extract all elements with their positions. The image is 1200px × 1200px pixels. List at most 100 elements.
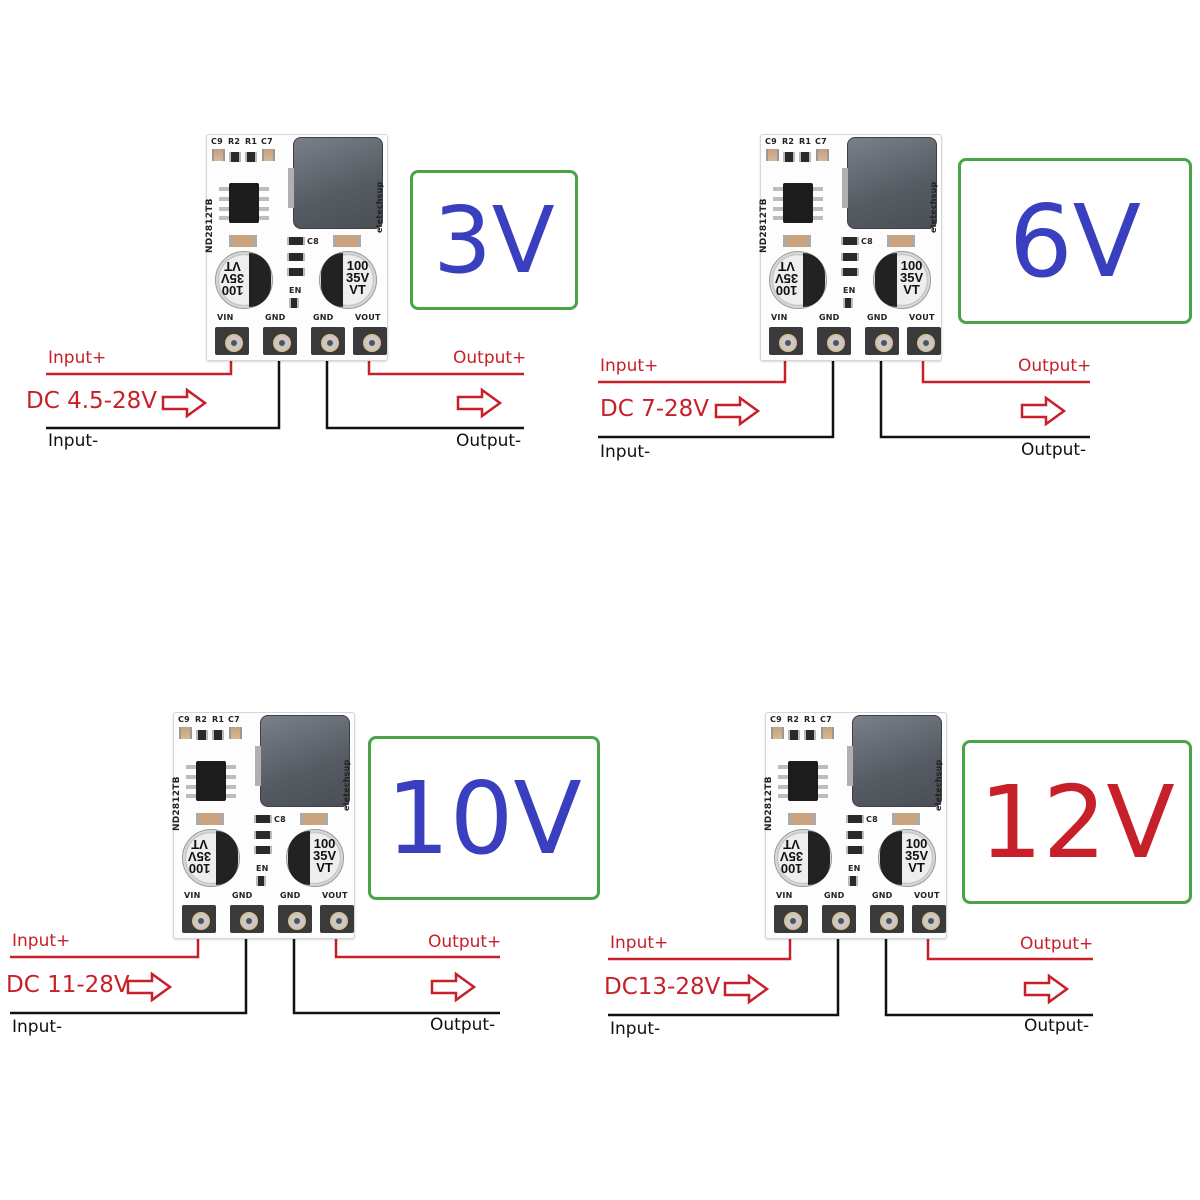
- silk-r2: R2: [195, 715, 208, 724]
- capacitor-c8-component: [287, 237, 305, 245]
- cap-right-series: VT: [908, 860, 925, 875]
- capacitor-c7-component: [262, 149, 275, 161]
- silk-en: EN: [289, 286, 302, 295]
- input-arrow-icon: [126, 971, 173, 1003]
- output-minus-wire: [292, 918, 500, 1015]
- resistor-component: [333, 235, 361, 247]
- pin-gnd-in-pad: [230, 905, 264, 933]
- resistor-component: [300, 813, 328, 825]
- pin-vin-pad: [182, 905, 216, 933]
- input-plus-label: Input+: [12, 931, 71, 951]
- input-arrow-icon: [714, 395, 761, 427]
- output-minus-label: Output-: [456, 431, 522, 451]
- dc-dc-module-board: C9 R2 R1 C7 ND2812TB eletechsup C8: [764, 712, 947, 939]
- resistor-small-component: [841, 268, 859, 276]
- ic-chip-component: [778, 761, 828, 801]
- silk-r2: R2: [782, 137, 795, 146]
- cap-right-voltage: 35V: [900, 270, 924, 285]
- silk-pin-gnd-1: GND: [265, 313, 286, 322]
- capacitor-c8-component: [841, 237, 859, 245]
- resistor-r1-component: [804, 730, 816, 740]
- en-pad-component: [256, 876, 266, 886]
- input-minus-wire: [598, 340, 835, 439]
- cap-right-voltage: 35V: [346, 270, 370, 285]
- silk-c9: C9: [770, 715, 782, 724]
- silk-c8: C8: [861, 237, 873, 246]
- output-minus-wire: [325, 340, 524, 430]
- electrolytic-capacitor-right: 100 35V VT: [878, 829, 936, 887]
- cap-right-voltage: 35V: [313, 848, 337, 863]
- input-range-label: DC 7-28V: [600, 396, 710, 422]
- electrolytic-capacitor-left: 100 35V VT: [774, 829, 832, 887]
- resistor-r2-component: [788, 730, 800, 740]
- capacitor-c9-component: [766, 149, 779, 161]
- silk-pin-vin: VIN: [776, 891, 793, 900]
- resistor-r1-component: [245, 152, 257, 162]
- ic-chip-component: [186, 761, 236, 801]
- silk-pin-gnd-2: GND: [313, 313, 334, 322]
- pin-vout-pad: [320, 905, 354, 933]
- resistor-r2-component: [229, 152, 241, 162]
- capacitor-c9-component: [212, 149, 225, 161]
- capacitor-c7-component: [821, 727, 834, 739]
- silk-pin-vout: VOUT: [909, 313, 935, 322]
- silk-pin-vin: VIN: [217, 313, 234, 322]
- electrolytic-capacitor-left: 100 35V VT: [769, 251, 827, 309]
- output-minus-wire: [884, 918, 1093, 1017]
- cap-right-value: 100: [900, 258, 923, 273]
- inductor-component: [847, 715, 942, 807]
- silk-c7: C7: [815, 137, 827, 146]
- output-voltage-box: 12V: [962, 740, 1192, 904]
- resistor-small-component: [287, 268, 305, 276]
- input-plus-label: Input+: [610, 933, 669, 953]
- silk-c8: C8: [274, 815, 286, 824]
- electrolytic-capacitor-left: 100 35V VT: [215, 251, 273, 309]
- capacitor-c8-component: [846, 815, 864, 823]
- dc-dc-module-board: C9 R2 R1 C7 ND2812TB eletechsup C8: [205, 134, 388, 361]
- silk-en: EN: [848, 864, 861, 873]
- silk-c9: C9: [178, 715, 190, 724]
- pin-vout-pad: [912, 905, 946, 933]
- output-voltage-label: 3V: [433, 186, 555, 294]
- electrolytic-capacitor-right: 100 35V VT: [286, 829, 344, 887]
- silk-c7: C7: [228, 715, 240, 724]
- en-pad-component: [289, 298, 299, 308]
- input-range-label: DC 4.5-28V: [26, 388, 157, 414]
- pin-gnd-out-pad: [278, 905, 312, 933]
- pin-vin-pad: [215, 327, 249, 355]
- input-range-label: DC13-28V: [604, 974, 721, 1000]
- silk-c8: C8: [866, 815, 878, 824]
- inductor-component: [255, 715, 350, 807]
- silk-r1: R1: [804, 715, 817, 724]
- capacitor-c7-component: [816, 149, 829, 161]
- silk-pin-gnd-2: GND: [280, 891, 301, 900]
- input-minus-label: Input-: [48, 431, 99, 451]
- inductor-component: [288, 137, 383, 229]
- output-voltage-box: 6V: [958, 158, 1192, 324]
- cap-right-series: VT: [349, 282, 366, 297]
- resistor-component: [887, 235, 915, 247]
- silk-r2: R2: [787, 715, 800, 724]
- input-range-label: DC 11-28V: [6, 972, 130, 998]
- output-arrow-icon: [1023, 973, 1070, 1005]
- diode-component: [254, 831, 272, 839]
- en-pad-component: [843, 298, 853, 308]
- en-pad-component: [848, 876, 858, 886]
- silk-en: EN: [843, 286, 856, 295]
- capacitor-component: [783, 235, 811, 247]
- inductor-component: [842, 137, 937, 229]
- pin-vout-pad: [907, 327, 941, 355]
- silk-pin-gnd-1: GND: [819, 313, 840, 322]
- ic-chip-component: [773, 183, 823, 223]
- input-minus-label: Input-: [600, 442, 651, 462]
- pin-vout-pad: [353, 327, 387, 355]
- electrolytic-capacitor-left: 100 35V VT: [182, 829, 240, 887]
- diode-component: [287, 253, 305, 261]
- silk-c7: C7: [820, 715, 832, 724]
- silk-brand: eletechsup: [934, 759, 943, 811]
- electrolytic-capacitor-right: 100 35V VT: [319, 251, 377, 309]
- silk-pin-vout: VOUT: [914, 891, 940, 900]
- output-plus-label: Output+: [453, 348, 527, 368]
- pin-gnd-out-pad: [311, 327, 345, 355]
